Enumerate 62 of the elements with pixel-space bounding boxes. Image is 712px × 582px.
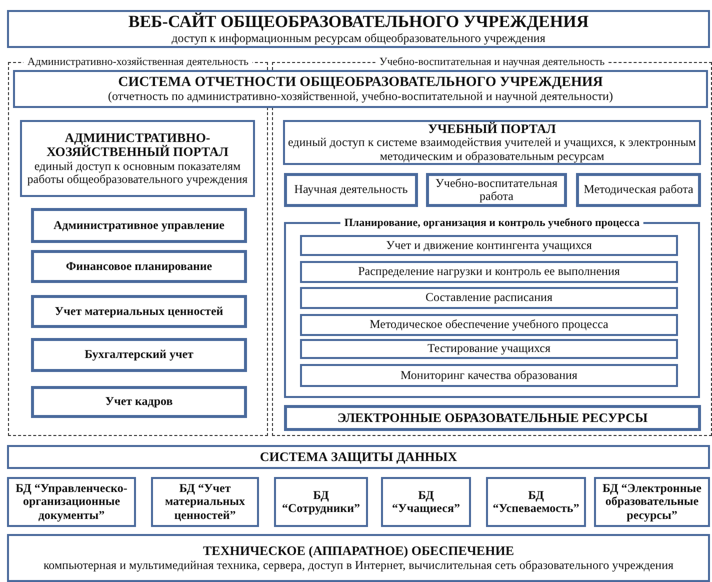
module-box (31, 250, 247, 283)
activity-box (576, 173, 701, 207)
heading: Учет материальных ценностей (54, 304, 224, 318)
description: доступ к информационным ресурсам общеобразовательного учреждения (172, 32, 546, 45)
portal-box (283, 120, 701, 165)
heading: БД “Управленческо-организационные документы” (14, 482, 128, 522)
heading: БД “Успеваемость” (492, 488, 580, 516)
module-box (31, 208, 247, 243)
description: единый доступ к основным показателям работы общеобразовательного учреждения (26, 160, 249, 186)
description: (отчетность по административно-хозяйственной, учебно-воспитательной и научной деятельности) (108, 90, 613, 104)
description: единый доступ к системе взаимодействия учителей и учащихся, к электронным методическим и образовательным ресурсам (286, 136, 698, 163)
module-box (31, 295, 247, 328)
database-box (594, 477, 710, 527)
heading: ВЕБ-САЙТ ОБЩЕОБРАЗОВАТЕЛЬНОГО УЧРЕЖДЕНИЯ (128, 13, 589, 32)
description: компьютерная и мультимедийная техника, сервера, доступ в Интернет, вычислительная сеть образовательного учреждения (43, 558, 674, 572)
heading: БД “Учет материальных ценностей” (164, 482, 246, 522)
database-box (151, 477, 259, 527)
heading: СИСТЕМА ЗАЩИТЫ ДАННЫХ (260, 450, 458, 464)
heading: ТЕХНИЧЕСКОЕ (АППАРАТНОЕ) ОБЕСПЕЧЕНИЕ (202, 544, 514, 559)
resources-box (284, 405, 701, 431)
module-box (31, 338, 247, 372)
region-label: Учебно-воспитательная и научная деятельность (375, 55, 609, 69)
label: Тестирование учащихся (427, 342, 551, 356)
database-box (381, 477, 471, 527)
label: Распределение нагрузки и контроль ее выполнения (358, 265, 620, 279)
label: Методическая работа (584, 183, 694, 197)
activity-box (426, 173, 567, 207)
database-box (274, 477, 368, 527)
process-box (300, 364, 678, 387)
portal-box (20, 120, 255, 197)
process-box (300, 261, 678, 283)
label: Учебно-воспитательная работа (434, 176, 559, 204)
website-box (7, 10, 710, 48)
activity-box (284, 173, 418, 207)
label: Мониторинг качества образования (400, 368, 578, 382)
database-box (486, 477, 586, 527)
heading: Учет кадров (105, 395, 173, 409)
process-box (300, 339, 678, 359)
heading: Финансовое планирование (66, 260, 212, 274)
security-box (7, 445, 710, 469)
module-box (31, 386, 247, 418)
heading: ЭЛЕКТРОННЫЕ ОБРАЗОВАТЕЛЬНЫЕ РЕСУРСЫ (337, 410, 648, 426)
label: Методическое обеспечение учебного процесса (370, 318, 608, 332)
database-box (7, 477, 136, 527)
process-box (300, 314, 678, 336)
region-label: Планирование, организация и контроль учебного процесса (340, 216, 644, 230)
heading: БД “Электронные образовательные ресурсы” (602, 482, 702, 522)
region-label: Административно-хозяйственная деятельность (23, 55, 253, 69)
heading: БД “Учащиеся” (391, 488, 461, 516)
hardware-box (7, 534, 710, 582)
process-box (300, 235, 678, 256)
label: Научная деятельность (294, 183, 408, 197)
heading: СИСТЕМА ОТЧЕТНОСТИ ОБЩЕОБРАЗОВАТЕЛЬНОГО УЧРЕЖДЕНИЯ (118, 74, 603, 90)
heading: АДМИНИСТРАТИВНО-ХОЗЯЙСТВЕННЫЙ ПОРТАЛ (46, 131, 230, 160)
heading: Бухгалтерский учет (84, 348, 194, 362)
reporting-box (13, 70, 708, 108)
heading: БД “Сотрудники” (280, 488, 362, 516)
label: Учет и движение контингента учащихся (386, 238, 592, 252)
label: Составление расписания (426, 291, 552, 305)
process-box (300, 287, 678, 309)
heading: Административное управление (53, 218, 225, 232)
heading: УЧЕБНЫЙ ПОРТАЛ (428, 122, 556, 136)
